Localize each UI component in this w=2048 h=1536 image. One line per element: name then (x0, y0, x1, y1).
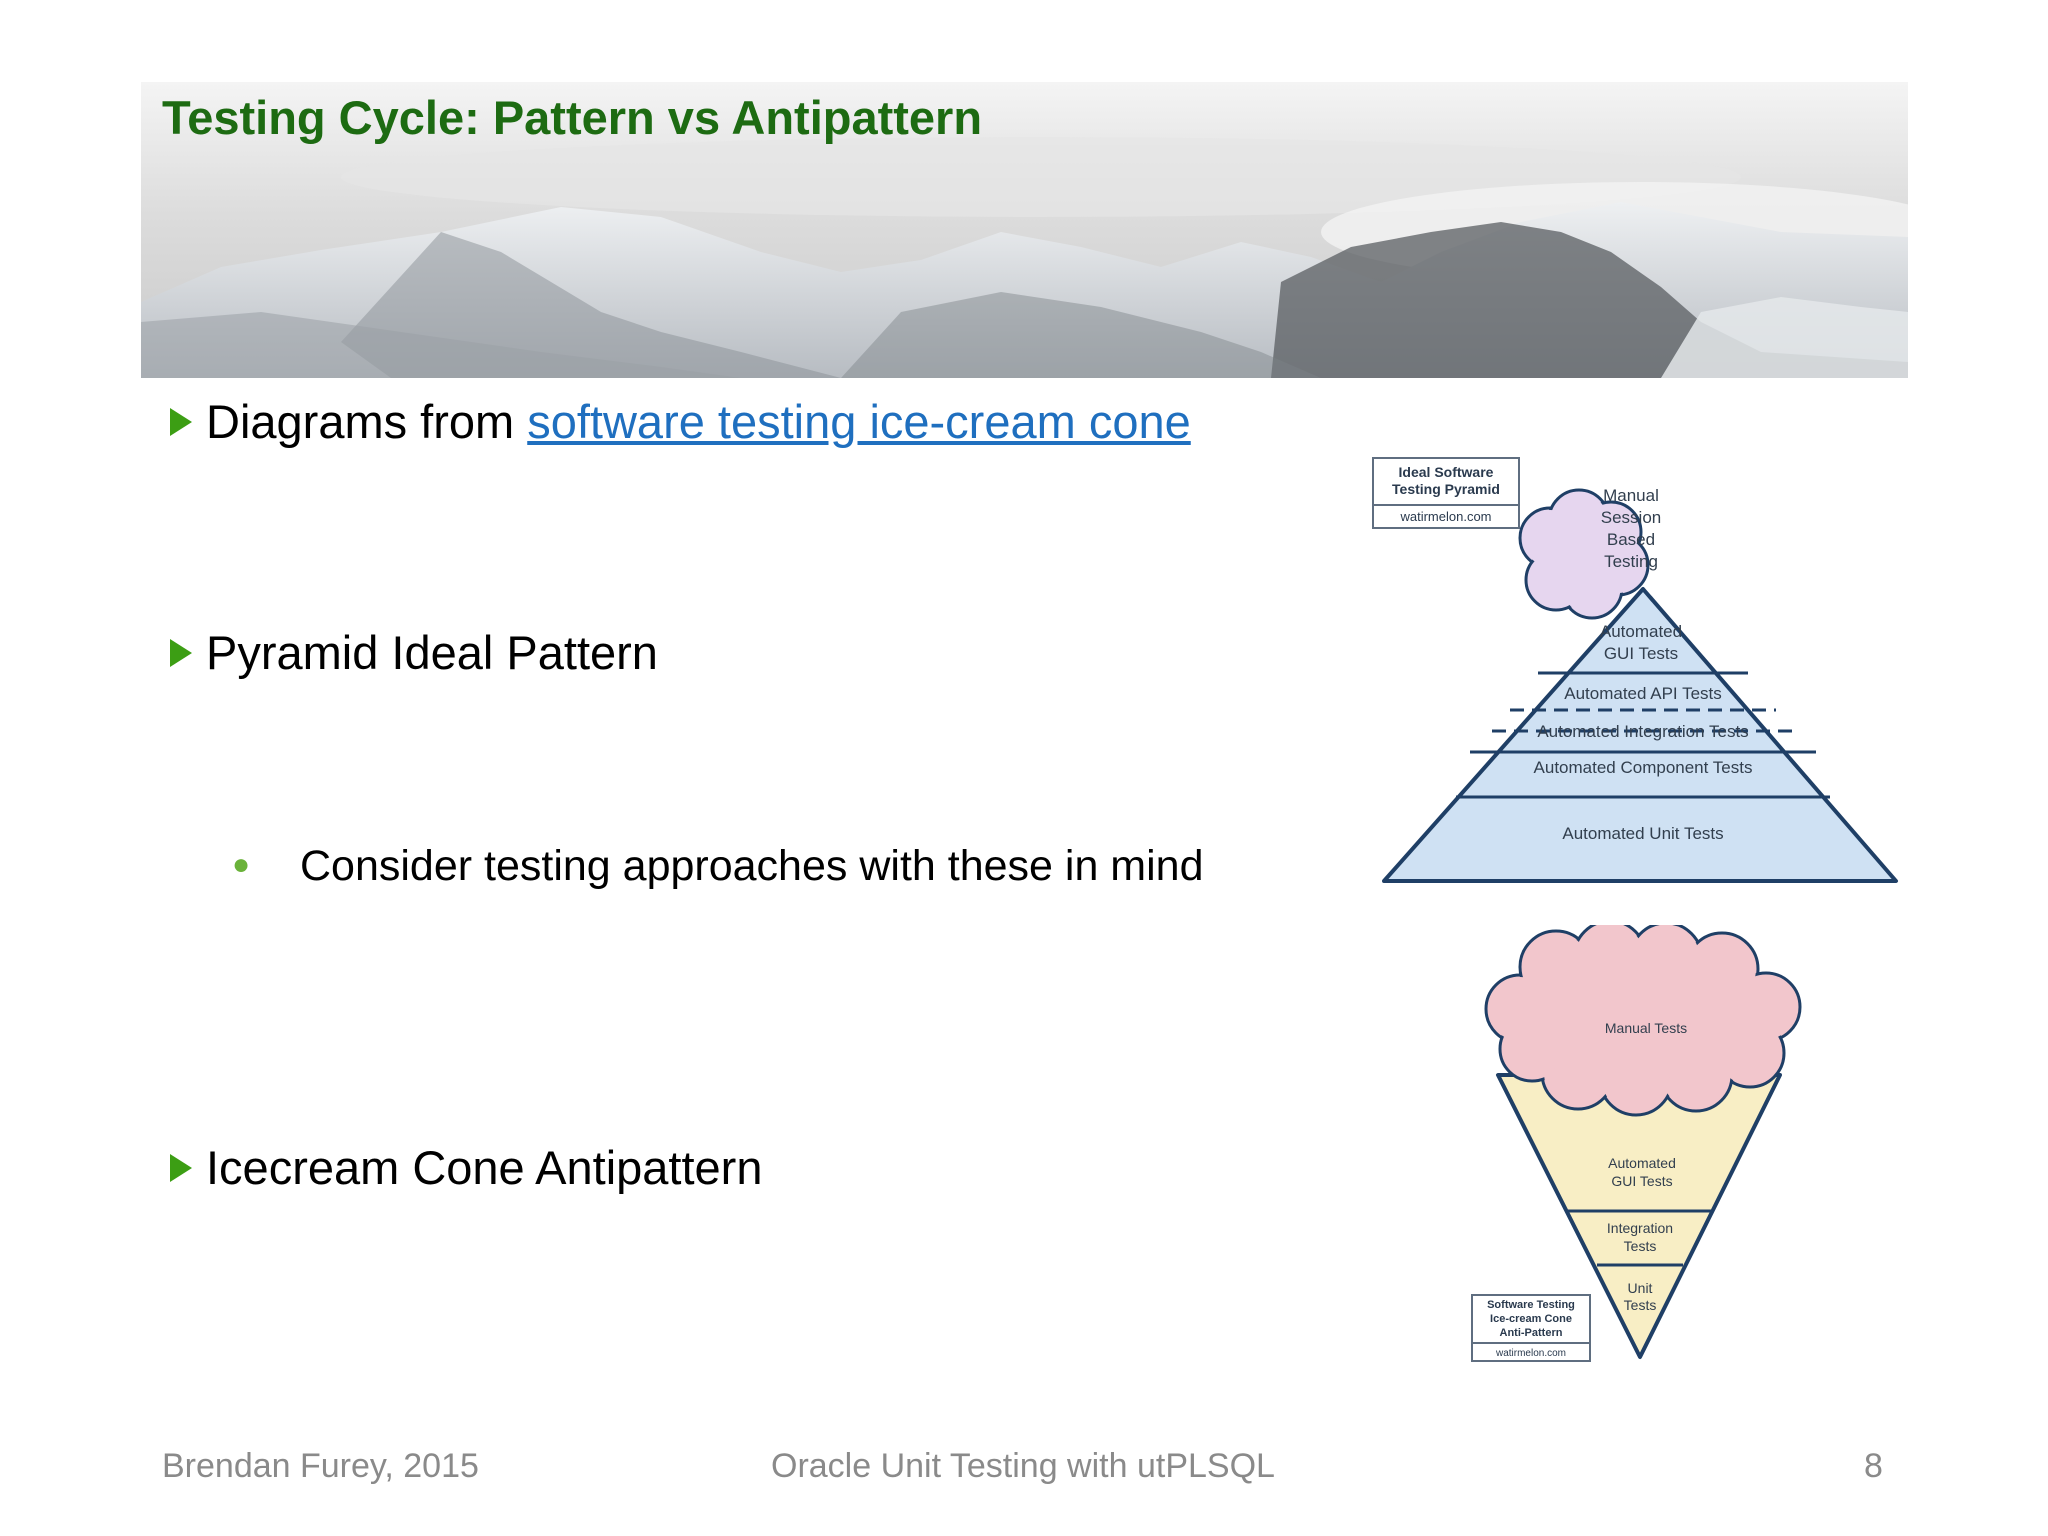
slide-title: Testing Cycle: Pattern vs Antipattern (162, 91, 983, 144)
cone-caption-line1: Software Testing (1487, 1299, 1575, 1311)
bullet-icecream: Icecream Cone Antipattern (170, 1139, 762, 1197)
api-tests-label: Automated API Tests (1564, 684, 1722, 703)
pyramid-caption-box: Ideal Software Testing Pyramid watirmelo… (1372, 457, 1520, 529)
manual-tests-label: Manual Tests (1605, 1020, 1687, 1036)
gui-tests-line2: GUI Tests (1604, 644, 1678, 663)
pyramid-caption-line1: Ideal Software (1399, 464, 1494, 480)
cloud-text-3: Based (1607, 530, 1655, 549)
bullet-text: Pyramid Ideal Pattern (206, 626, 658, 679)
cloud-text-1: Manual (1603, 486, 1659, 505)
cone-integration-line2: Tests (1624, 1238, 1657, 1254)
cone-unit-line2: Tests (1624, 1297, 1657, 1313)
cone-caption-box: Software Testing Ice-cream Cone Anti-Pat… (1471, 1294, 1591, 1362)
cone-caption-source: watirmelon.com (1495, 1348, 1566, 1359)
cone-caption-line2: Ice-cream Cone (1490, 1313, 1572, 1325)
gui-tests-line1: Automated (1600, 622, 1682, 641)
header-banner-image (141, 82, 1908, 378)
cone-gui-line2: GUI Tests (1611, 1173, 1672, 1189)
bullet-triangle-icon (170, 638, 192, 667)
manual-tests-cloud (1484, 925, 1802, 1117)
sub-bullet: ● Consider testing approaches with these … (232, 838, 1204, 897)
bullet-triangle-icon (170, 407, 192, 436)
pyramid-caption-line2: Testing Pyramid (1392, 481, 1500, 497)
cone-gui-line1: Automated (1608, 1155, 1676, 1171)
cone-caption-line3: Anti-Pattern (1500, 1327, 1563, 1339)
bullet-dot-icon: ● (232, 847, 251, 881)
unit-tests-label: Automated Unit Tests (1562, 824, 1723, 843)
manual-testing-cloud (1518, 488, 1650, 620)
bullet-triangle-icon (170, 1153, 192, 1182)
cone-integration-line1: Integration (1607, 1220, 1673, 1236)
cone-unit-line1: Unit (1628, 1280, 1653, 1296)
bullet-pyramid: Pyramid Ideal Pattern (170, 624, 658, 682)
testing-pyramid-diagram: Ideal Software Testing Pyramid watirmelo… (1372, 457, 1898, 883)
pyramid (1382, 587, 1898, 883)
footer-page-number: 8 (1864, 1447, 1883, 1485)
bullet-diagrams: Diagrams from software testing ice-cream… (170, 393, 1191, 451)
icecream-cone-diagram: Manual Tests Automated GUI Tests Integra… (1471, 925, 1802, 1362)
integration-tests-label: Automated Integration Tests (1537, 722, 1748, 741)
bullet-text: Icecream Cone Antipattern (206, 1141, 763, 1194)
pyramid-caption-source: watirmelon.com (1399, 509, 1491, 524)
ice-cream-cone-link[interactable]: software testing ice-cream cone (527, 395, 1191, 448)
footer-presentation-title: Oracle Unit Testing with utPLSQL (771, 1447, 1275, 1485)
footer-author: Brendan Furey, 2015 (162, 1447, 479, 1485)
bullet-text: Diagrams from (206, 395, 528, 448)
cloud-text-2: Session (1601, 508, 1661, 527)
component-tests-label: Automated Component Tests (1534, 758, 1753, 777)
cloud-text-4: Testing (1604, 552, 1658, 571)
sub-bullet-text: Consider testing approaches with these i… (300, 842, 1204, 890)
